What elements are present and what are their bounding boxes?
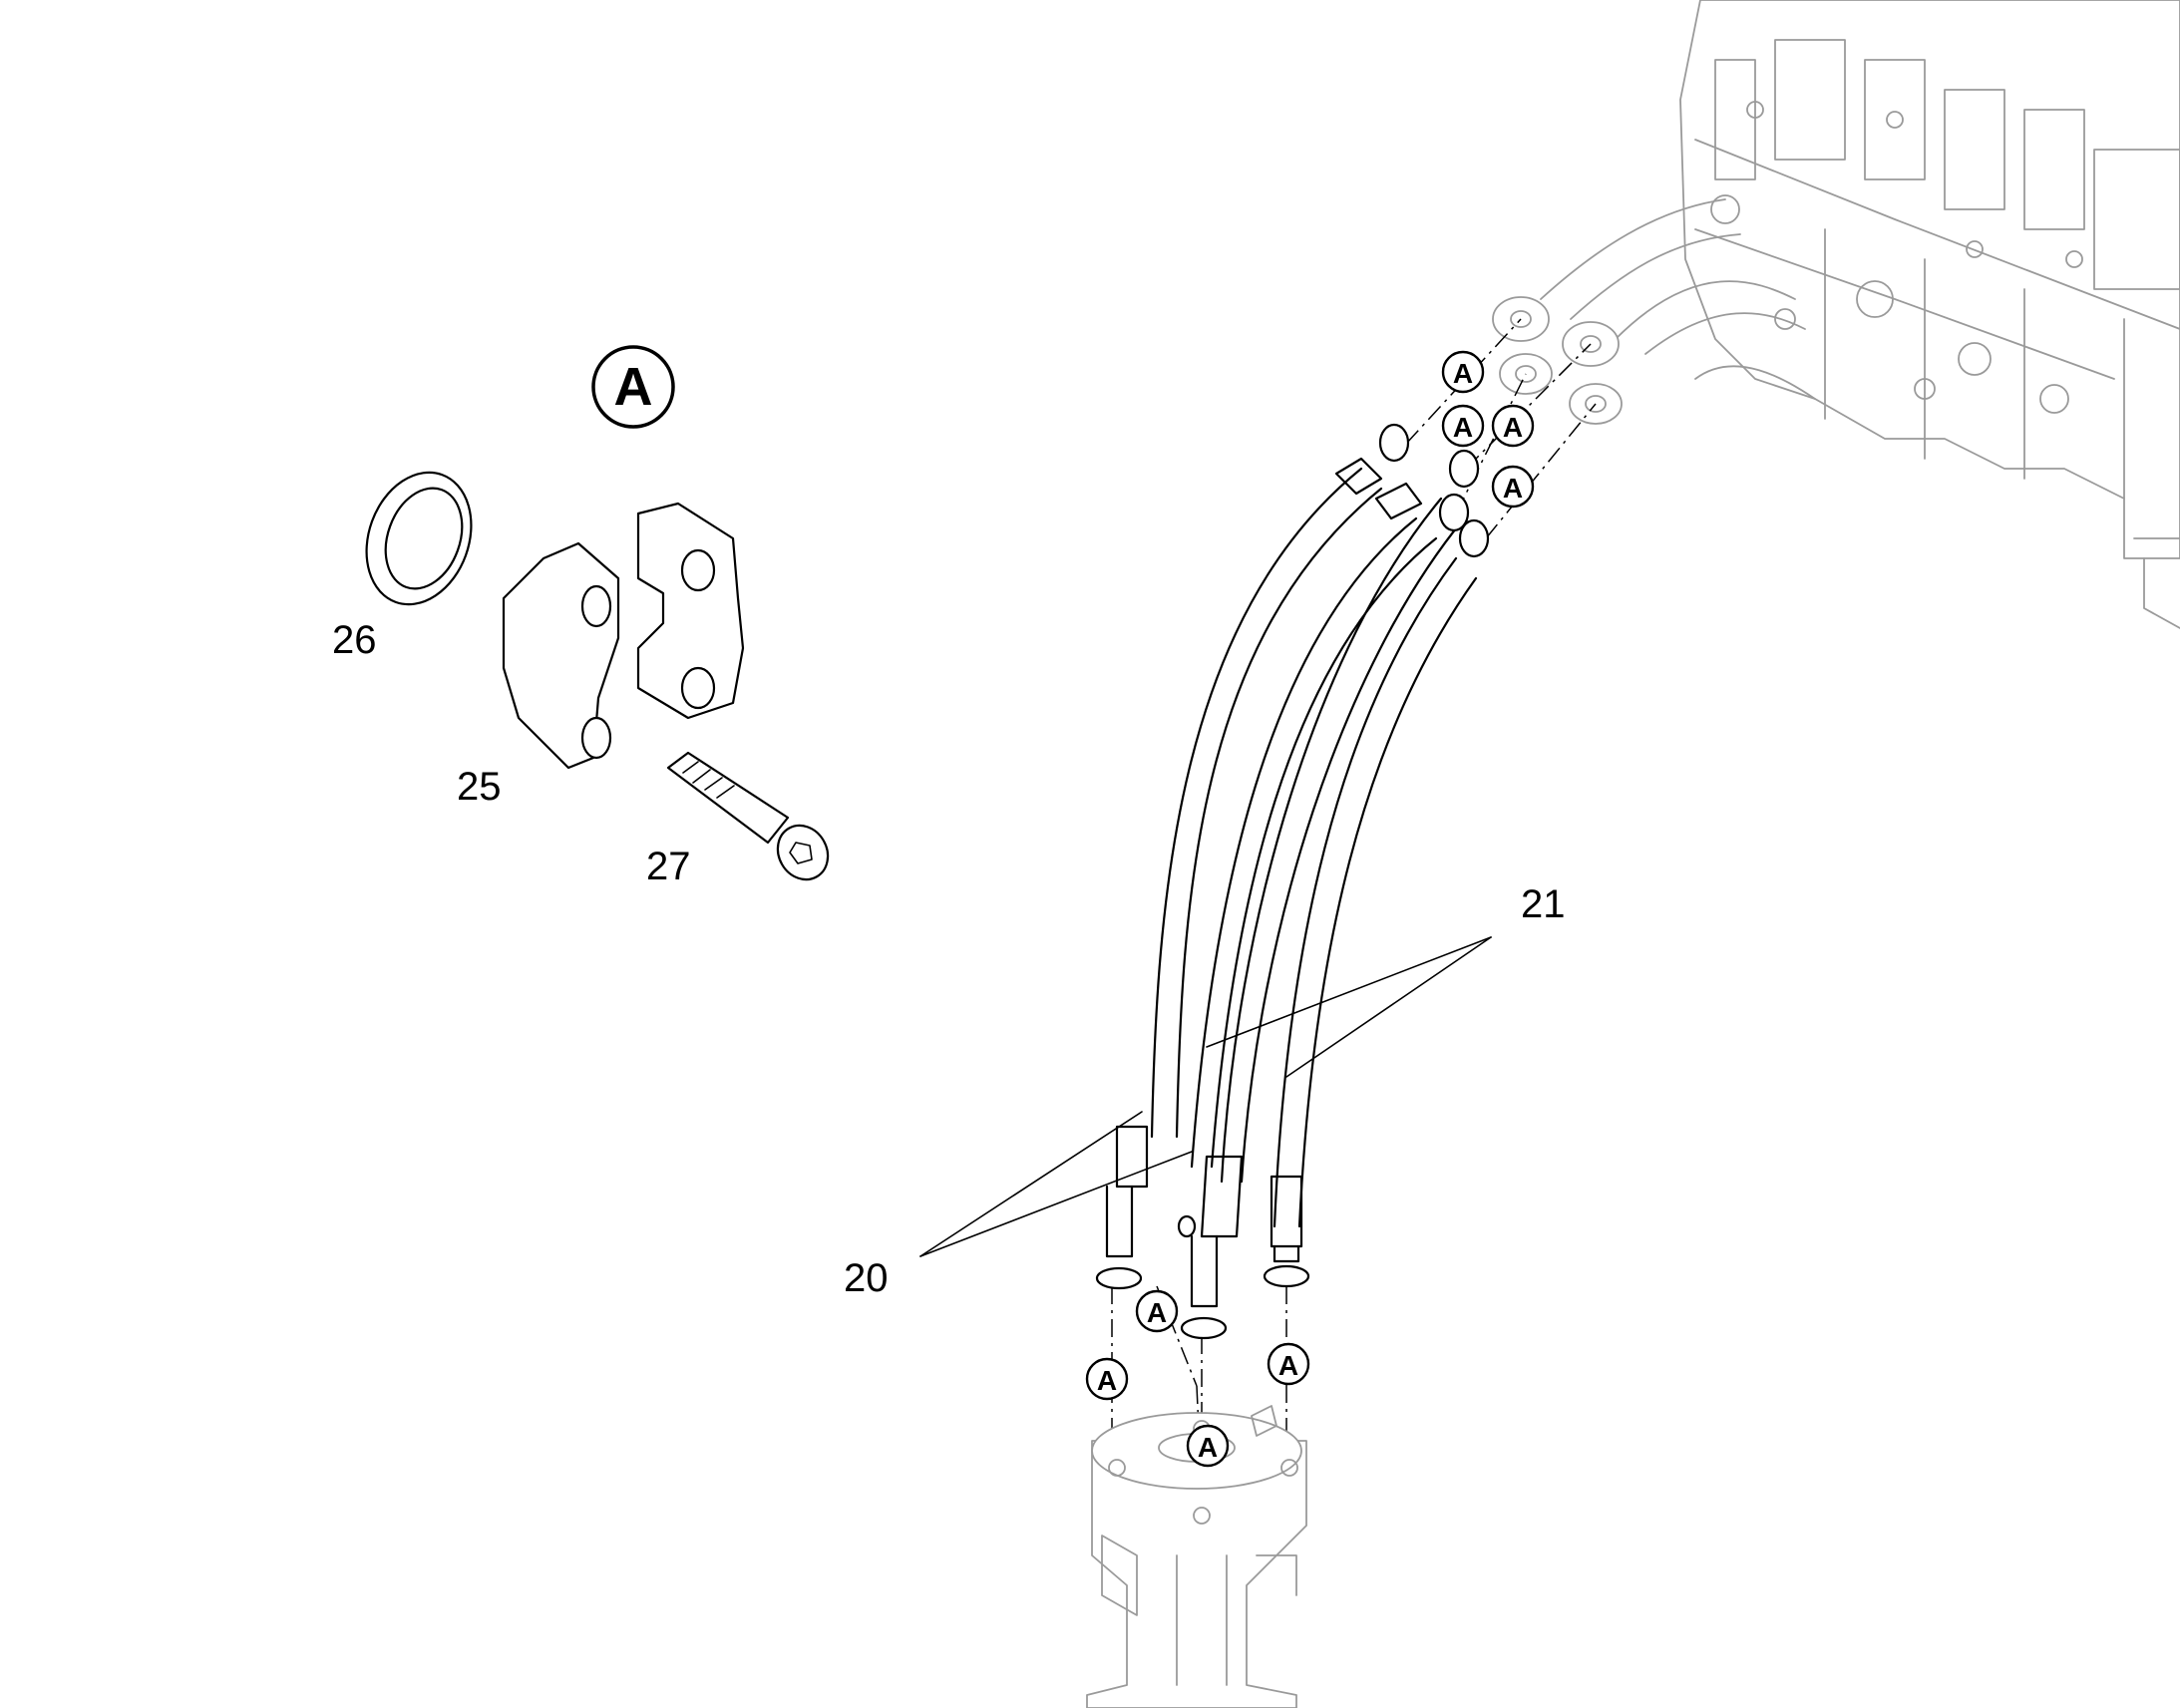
connection-marker-3: A <box>1491 404 1535 448</box>
callout-26: 26 <box>332 618 377 662</box>
callout-25: 25 <box>457 765 502 809</box>
hydraulic-hoses <box>1095 423 1490 1340</box>
callout-20: 20 <box>844 1256 889 1300</box>
callout-27: 27 <box>646 845 691 888</box>
svg-text:A: A <box>1097 1365 1117 1396</box>
connection-marker-4: A <box>1491 465 1535 509</box>
connection-marker-5: A <box>1135 1289 1179 1333</box>
leader-lines <box>919 936 1492 1257</box>
detail-a-letter: A <box>614 357 653 417</box>
svg-text:A: A <box>1278 1350 1298 1381</box>
seal-ring-26 <box>365 471 473 606</box>
connection-marker-8: A <box>1186 1424 1230 1468</box>
svg-text:A: A <box>1198 1432 1218 1463</box>
svg-text:A: A <box>1503 473 1523 504</box>
bolt-27 <box>666 751 830 881</box>
connection-marker-2: A <box>1441 404 1485 448</box>
detail-a-label: A <box>591 345 675 429</box>
svg-text:A: A <box>1453 412 1473 443</box>
svg-text:A: A <box>1453 358 1473 389</box>
flange-half-25 <box>502 541 620 770</box>
control-valve-assembly <box>1492 0 2180 629</box>
connection-marker-7: A <box>1267 1342 1310 1386</box>
svg-text:A: A <box>1503 412 1523 443</box>
callout-21: 21 <box>1521 882 1566 926</box>
svg-text:A: A <box>1147 1297 1167 1328</box>
connection-marker-1: A <box>1441 350 1485 394</box>
connection-marker-6: A <box>1085 1357 1129 1401</box>
flange-half-25b <box>636 502 745 720</box>
